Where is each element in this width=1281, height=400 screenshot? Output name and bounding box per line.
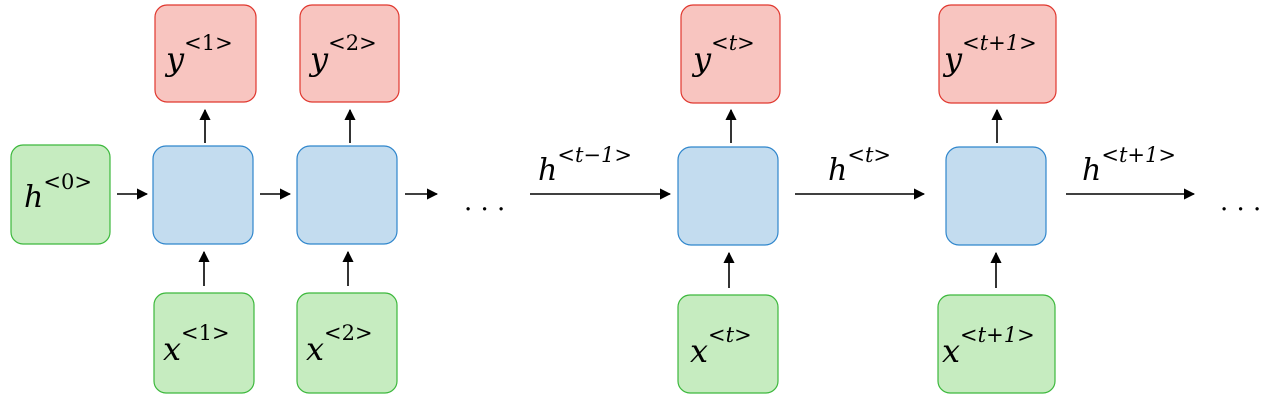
input-box-2: [296, 292, 398, 394]
rnn-unit-t: y<t> x<t>: [677, 4, 781, 394]
output-label-t: y<t>: [691, 31, 755, 78]
input-label-t: x<t>: [690, 323, 752, 370]
input-label-t-plus-1: x<t+1>: [942, 323, 1035, 370]
output-label-t-plus-1: y<t+1>: [942, 31, 1037, 78]
hidden-label-t-plus-1: h<t+1>: [1082, 143, 1176, 188]
output-box-1: [154, 4, 257, 103]
ellipsis-2: · · ·: [1220, 195, 1261, 225]
rnn-unit-2: y<2> x<2>: [296, 4, 400, 394]
input-label-2: x<2>: [306, 321, 373, 368]
initial-state-rect: [10, 144, 111, 245]
output-box-2: [299, 4, 400, 103]
output-box-t-plus-1: [938, 4, 1057, 104]
ellipsis-1: · · ·: [464, 195, 505, 225]
rnn-cell-1: [152, 145, 254, 245]
input-box-1: [153, 292, 255, 394]
rnn-cell-t-plus-1: [945, 146, 1047, 246]
hidden-label-t-minus-1: h<t−1>: [538, 143, 632, 188]
input-box-t-plus-1: [937, 294, 1056, 394]
output-box-t: [680, 4, 781, 104]
output-label-1: y<1>: [164, 31, 233, 78]
rnn-unit-t-plus-1: y<t+1> x<t+1>: [937, 4, 1057, 394]
rnn-cell-t: [677, 146, 779, 246]
rnn-unit-1: y<1> x<1>: [152, 4, 257, 394]
input-label-1: x<1>: [163, 321, 230, 368]
initial-state-label: h<0>: [24, 170, 92, 215]
rnn-cell-2: [296, 145, 398, 245]
output-label-2: y<2>: [308, 31, 377, 78]
initial-state-box: h<0>: [10, 144, 111, 245]
input-box-t: [677, 294, 779, 394]
hidden-label-t: h<t>: [828, 143, 891, 188]
